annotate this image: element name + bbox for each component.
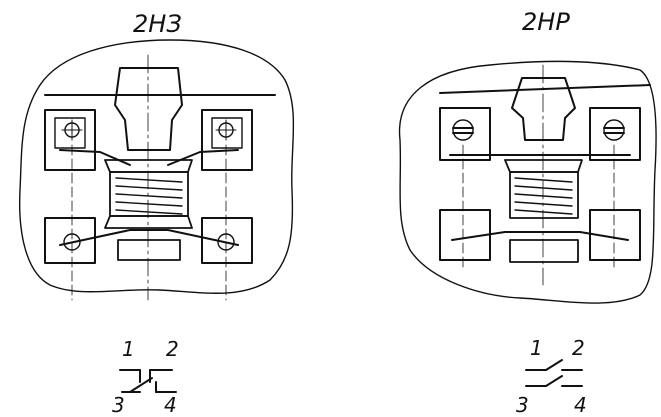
terminal-4-left: 4 [164,393,177,417]
terminal-4-right: 4 [574,393,587,417]
schematic-symbol-no [525,359,583,387]
section-outline-left [18,39,295,294]
upper-washer-left [104,159,193,173]
lower-block-left-b [201,217,253,264]
lower-bridge-left [59,229,239,246]
plunger-right [511,77,576,141]
upper-block-right-b [589,107,641,161]
terminal-2-left: 2 [166,337,179,361]
upper-washer-right [504,159,583,173]
screw-icon [603,119,625,141]
section-outline-right [398,60,657,304]
terminal-1-right: 1 [530,336,543,360]
base-block-left [117,239,181,261]
screw-icon [452,119,474,141]
upper-block-right-a [439,107,491,161]
upper-block-left-a [44,109,96,171]
diagram-title-left: 2НЗ [133,10,182,38]
upper-block-left-b-inner [211,117,243,149]
top-rail-right [439,84,651,94]
terminal-2-right: 2 [572,336,585,360]
diagram-normally-closed: 2НЗ [18,10,295,417]
lower-block-left-a [44,217,96,264]
lower-washer-left [104,215,193,229]
upper-block-left-a-inner [54,117,86,149]
plunger-left [114,67,183,151]
spring-coils-left [115,177,183,215]
schematic-symbol-nc [119,369,177,393]
terminal-3-right: 3 [516,393,529,417]
spring-coils-right [514,177,573,215]
diagram-title-right: 2НР [522,8,570,36]
upper-block-left-b [201,109,253,171]
lower-contact-right [451,231,629,241]
spring-box-right [509,171,579,219]
lower-block-right-b [589,209,641,261]
terminal-1-left: 1 [122,337,135,361]
diagram-normally-open: 2НР [398,8,657,417]
base-block-right [509,239,579,263]
terminal-3-left: 3 [112,393,125,417]
